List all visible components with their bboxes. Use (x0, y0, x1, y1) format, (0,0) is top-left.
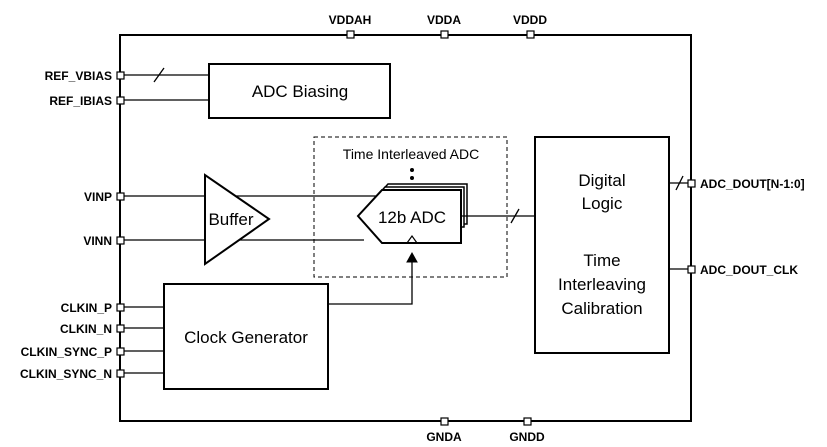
ellipsis-dot-bottom (410, 176, 414, 180)
pin-clkin-p (116, 303, 125, 312)
pin-vddah (346, 30, 355, 39)
pin-vinn (116, 236, 125, 245)
clkin-p-label: CLKIN_P (61, 301, 112, 315)
vinp-label: VINP (84, 190, 112, 204)
clkin-sync-p-label: CLKIN_SYNC_P (21, 345, 112, 359)
clock-route-wire (328, 260, 413, 305)
adc-clock-caret (406, 234, 418, 244)
vdda-label: VDDA (427, 13, 461, 27)
clock-route-arrowhead (406, 251, 418, 263)
calibration-label-line2: Interleaving (558, 275, 646, 294)
vinn-label: VINN (83, 234, 112, 248)
adc-dout-clk-label: ADC_DOUT_CLK (700, 263, 798, 277)
vddah-label: VDDAH (329, 13, 372, 27)
digital-label-line2: Logic (582, 194, 623, 213)
pin-clkin-sync-p (116, 347, 125, 356)
pin-clkin-n (116, 324, 125, 333)
pin-clkin-sync-n (116, 369, 125, 378)
adc-12b-label: 12b ADC (378, 208, 446, 227)
ref-ibias-label: REF_IBIAS (49, 94, 112, 108)
buffer-amplifier (204, 173, 271, 266)
pin-adc-dout-clk (687, 265, 696, 274)
digital-label-line1: Digital (578, 171, 625, 190)
pin-gndd (523, 417, 532, 426)
adc-output-bus-tick (510, 208, 520, 224)
ref-vbias-bus-tick (153, 67, 165, 83)
adc-dout-bus-tick (675, 175, 684, 191)
ellipsis-dot-top (410, 168, 414, 172)
pin-gnda (440, 417, 449, 426)
adc-dout-label: ADC_DOUT[N-1:0] (700, 177, 805, 191)
buffer-label: Buffer (208, 210, 253, 229)
pin-adc-dout (687, 179, 696, 188)
gnda-label: GNDA (426, 430, 462, 444)
pin-ref-vbias (116, 71, 125, 80)
clkin-n-label: CLKIN_N (60, 322, 112, 336)
adc-biasing-block (208, 63, 391, 119)
pin-ref-ibias (116, 96, 125, 105)
clkin-sync-n-label: CLKIN_SYNC_N (20, 367, 112, 381)
pin-vddd (526, 30, 535, 39)
pin-vdda (440, 30, 449, 39)
adc-12b-block (356, 189, 462, 244)
clock-generator-label: Clock Generator (184, 328, 308, 347)
adc-biasing-label: ADC Biasing (252, 82, 348, 101)
chip-boundary (119, 34, 692, 422)
calibration-label-line3: Calibration (561, 299, 642, 318)
ref-vbias-label: REF_VBIAS (45, 69, 112, 83)
digital-logic-block (534, 136, 670, 354)
ti-adc-group (313, 136, 508, 278)
clock-generator-block (163, 283, 329, 390)
pin-vinp (116, 192, 125, 201)
gndd-label: GNDD (509, 430, 545, 444)
ti-adc-group-label: Time Interleaved ADC (343, 146, 479, 162)
vddd-label: VDDD (513, 13, 547, 27)
calibration-label-line1: Time (583, 251, 620, 270)
